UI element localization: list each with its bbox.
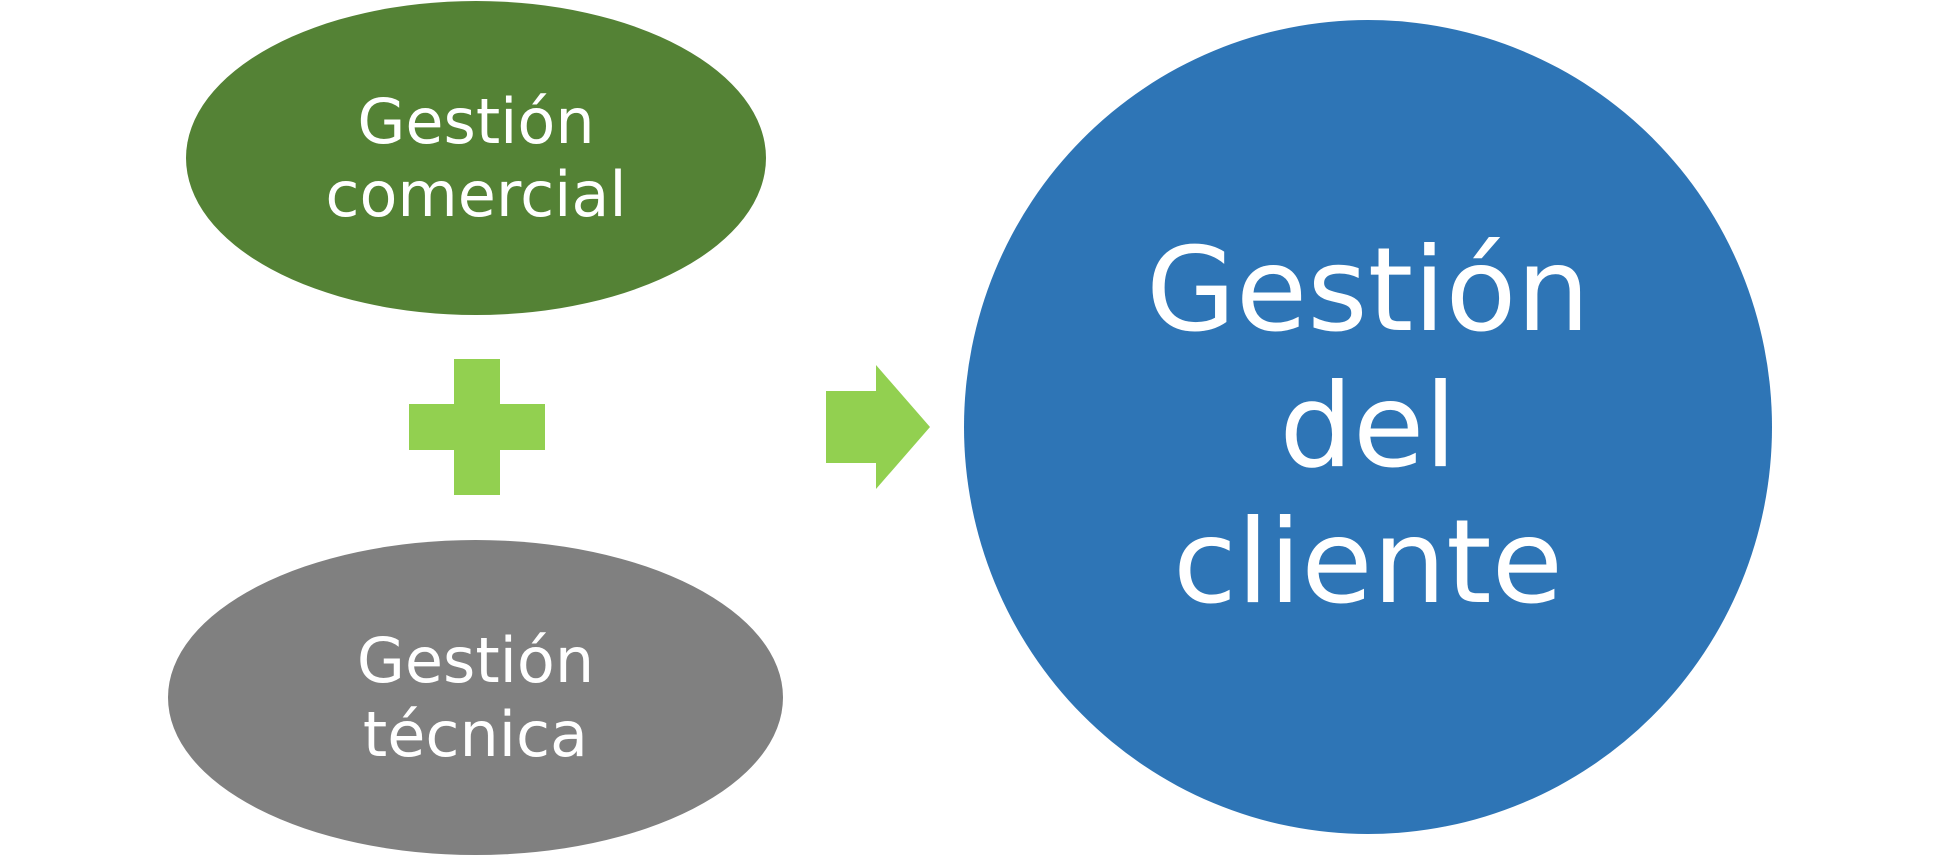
arrow-shape [826, 365, 930, 489]
node-gestion-tecnica-label: Gestión técnica [357, 624, 594, 770]
node-gestion-comercial-label: Gestión comercial [325, 85, 626, 231]
node-gestion-del-cliente-label: Gestión del cliente [1146, 223, 1590, 630]
node-gestion-comercial: Gestión comercial [186, 1, 766, 315]
label-line: Gestión [1146, 223, 1590, 359]
plus-shape [409, 359, 545, 495]
label-line: técnica [362, 697, 589, 771]
node-gestion-tecnica: Gestión técnica [168, 540, 783, 855]
label-line: comercial [325, 158, 627, 231]
node-gestion-del-cliente: Gestión del cliente [964, 20, 1772, 834]
plus-icon [409, 359, 545, 495]
label-line: Gestión [356, 624, 595, 698]
arrow-right-icon [826, 365, 930, 489]
label-line: cliente [1173, 494, 1563, 630]
label-line: Gestión [357, 84, 595, 158]
label-line: del [1279, 359, 1457, 495]
